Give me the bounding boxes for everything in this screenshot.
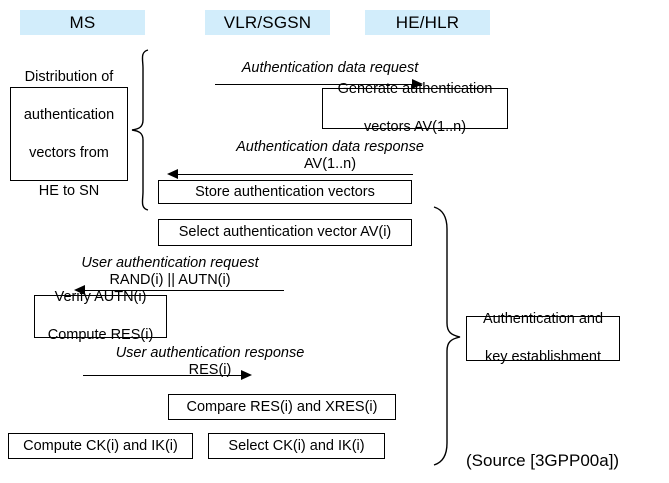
process-select-av-line1: Select authentication vector AV(i)	[178, 224, 392, 240]
process-select-keys-line1: Select CK(i) and IK(i)	[228, 437, 365, 454]
phase-distribution-line4: HE to SN	[38, 182, 100, 199]
process-compare-res-line1: Compare RES(i) and XRES(i)	[186, 398, 378, 415]
phase-auth-key-line2: key establishment	[484, 349, 602, 365]
message-auth-data-request-arrow-line	[215, 84, 413, 85]
process-box-compute-keys: Compute CK(i) and IK(i)	[8, 433, 193, 459]
process-box-compare-res: Compare RES(i) and XRES(i)	[168, 394, 396, 420]
process-compute-keys-line1: Compute CK(i) and IK(i)	[23, 437, 178, 454]
message-user-auth-request-payload: RAND(i) || AUTN(i)	[109, 272, 231, 288]
phase-brace-distribution	[128, 48, 152, 212]
process-store-av-line1: Store authentication vectors	[195, 183, 375, 200]
phase-brace-auth-key	[432, 205, 464, 467]
phase-distribution-line3: vectors from	[29, 144, 109, 161]
process-box-store-av: Store authentication vectors	[158, 180, 412, 204]
process-generate-av-line1: Generate authentication	[337, 81, 493, 97]
column-header-vlr-sgsn-label: VLR/SGSN	[223, 13, 312, 32]
phase-distribution-line2: authentication	[23, 106, 115, 123]
process-verify-autn-line1: Verify AUTN(i)	[54, 289, 147, 305]
phase-distribution-line1: Distribution of	[24, 68, 114, 85]
source-note: (Source [3GPP00a])	[466, 451, 620, 470]
column-header-vlr-sgsn: VLR/SGSN	[205, 10, 330, 35]
phase-box-auth-key: Authentication and key establishment	[466, 311, 620, 365]
process-box-verify-autn: Verify AUTN(i) Compute RES(i)	[34, 289, 167, 343]
column-header-he-hlr-label: HE/HLR	[395, 13, 460, 32]
message-auth-data-response-arrow-line	[177, 174, 413, 175]
message-auth-data-request-title: Authentication data request	[241, 60, 419, 76]
message-user-auth-response-payload: RES(i)	[188, 362, 232, 378]
message-user-auth-response-arrow-line	[83, 375, 242, 376]
process-box-select-keys: Select CK(i) and IK(i)	[208, 433, 385, 459]
process-verify-autn-line2: Compute RES(i)	[47, 327, 154, 343]
phase-auth-key-line1: Authentication and	[482, 311, 604, 327]
column-header-ms: MS	[20, 10, 145, 35]
message-auth-data-response-title: Authentication data response	[236, 139, 424, 155]
message-auth-data-response-arrowhead	[167, 169, 178, 179]
message-auth-data-request-arrowhead	[412, 79, 423, 89]
message-user-auth-response-arrowhead	[241, 370, 252, 380]
message-user-auth-response-title: User authentication response	[115, 345, 305, 361]
message-user-auth-request-arrowhead	[74, 285, 85, 295]
process-box-generate-av: Generate authentication vectors AV(1..n)	[322, 81, 508, 135]
process-box-select-av: Select authentication vector AV(i)	[158, 219, 412, 246]
column-header-he-hlr: HE/HLR	[365, 10, 490, 35]
process-generate-av-line2: vectors AV(1..n)	[363, 119, 467, 135]
message-user-auth-request-title: User authentication request	[81, 255, 259, 271]
column-header-ms-label: MS	[69, 13, 96, 32]
message-user-auth-request-arrow-line	[84, 290, 284, 291]
message-auth-data-response-payload: AV(1..n)	[303, 156, 357, 172]
phase-box-distribution: Distribution of authentication vectors f…	[10, 69, 128, 199]
